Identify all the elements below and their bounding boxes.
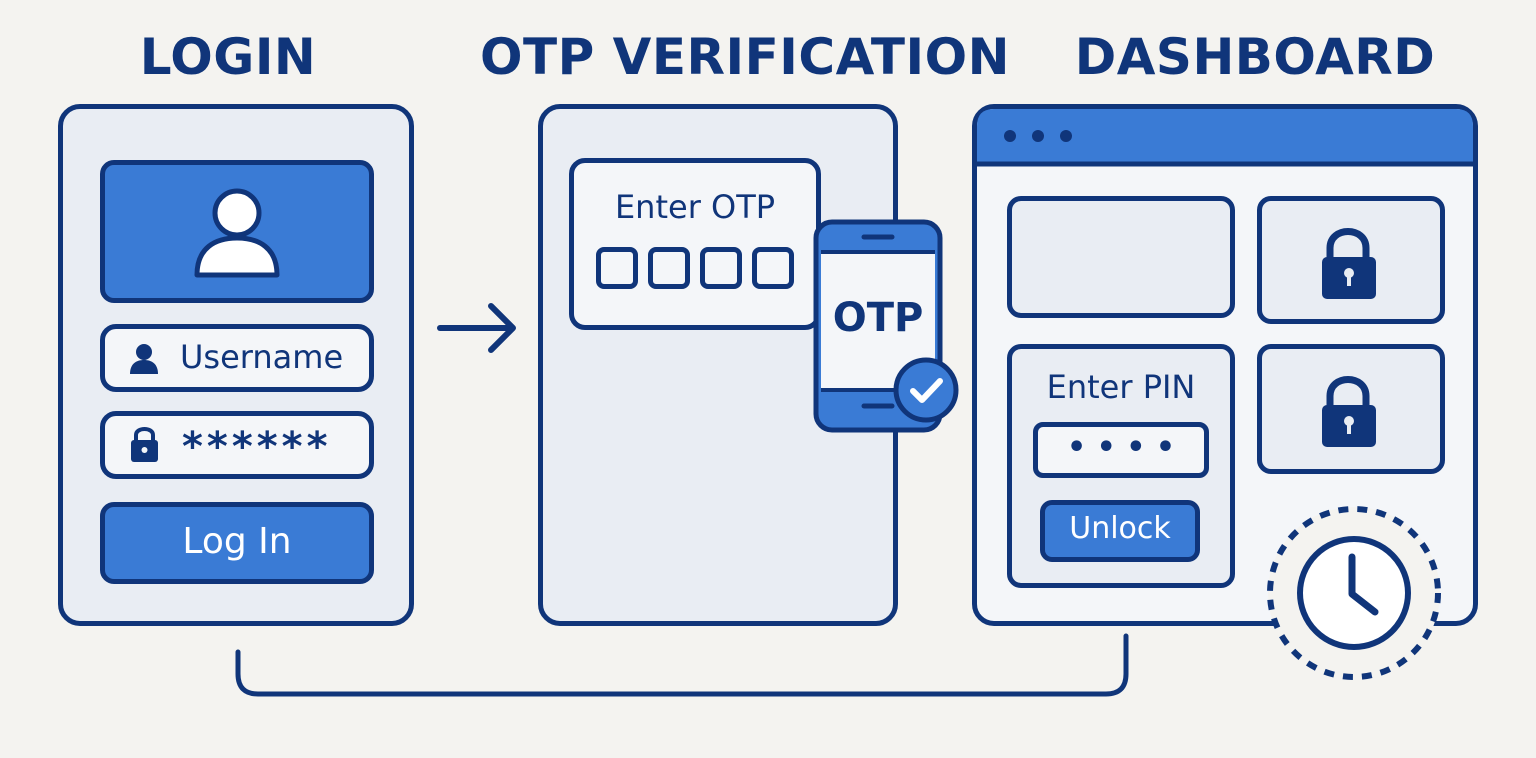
otp-digit-1[interactable] (596, 247, 638, 289)
avatar-card (100, 160, 374, 303)
phone-otp-label: OTP (832, 295, 924, 341)
heading-otp-verification: OTP VERIFICATION (480, 28, 1010, 86)
username-placeholder: Username (180, 338, 344, 376)
heading-dashboard: DASHBOARD (1074, 28, 1436, 86)
locked-tile-1[interactable] (1257, 196, 1445, 324)
login-button[interactable] (100, 502, 374, 584)
otp-prompt: Enter OTP (614, 188, 776, 226)
username-field[interactable] (100, 324, 374, 392)
otp-entry-card (569, 158, 821, 330)
dashboard-tile-wide (1007, 196, 1235, 318)
otp-digit-2[interactable] (648, 247, 690, 289)
pin-field[interactable] (1033, 422, 1209, 478)
unlock-button[interactable] (1040, 500, 1200, 562)
heading-login: LOGIN (139, 28, 317, 86)
otp-digit-3[interactable] (700, 247, 742, 289)
login-button-label: Log In (182, 521, 292, 562)
locked-tile-2[interactable] (1257, 344, 1445, 474)
password-mask: ****** (182, 424, 332, 470)
otp-digit-4[interactable] (752, 247, 794, 289)
unlock-button-label: Unlock (1069, 511, 1171, 546)
pin-mask: • • • • (1066, 430, 1176, 465)
pin-prompt: Enter PIN (1046, 368, 1196, 406)
